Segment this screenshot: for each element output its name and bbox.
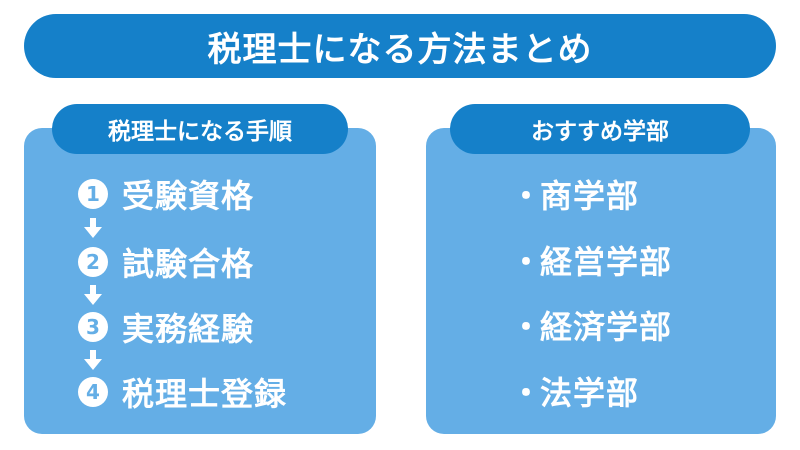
list-item: ・ 法学部 <box>510 369 639 413</box>
step-label: 実務経験 <box>122 310 255 348</box>
steps-heading: 税理士になる手順 <box>52 104 348 154</box>
bullet-icon: ・ <box>510 308 544 346</box>
faculty-heading: おすすめ学部 <box>450 104 750 154</box>
down-arrow-icon <box>84 350 102 370</box>
bullet-icon: ・ <box>510 374 544 412</box>
faculty-panel <box>426 128 776 434</box>
step-label: 受験資格 <box>122 177 255 215</box>
step-item: 2 試験合格 <box>78 240 254 284</box>
bullet-icon: ・ <box>510 177 544 215</box>
page-title: 税理士になる方法まとめ <box>24 14 776 78</box>
list-item: ・ 商学部 <box>510 172 639 216</box>
step-item: 4 税理士登録 <box>78 370 287 414</box>
faculty-label: 経済学部 <box>540 308 673 346</box>
step-number-badge: 1 <box>78 179 108 209</box>
step-label: 試験合格 <box>122 245 255 283</box>
list-item: ・ 経営学部 <box>510 238 672 282</box>
step-number-badge: 4 <box>78 377 108 407</box>
step-number-badge: 3 <box>78 312 108 342</box>
faculty-label: 商学部 <box>540 177 640 215</box>
step-item: 1 受験資格 <box>78 172 254 216</box>
faculty-label: 法学部 <box>540 374 640 412</box>
step-item: 3 実務経験 <box>78 305 254 349</box>
list-item: ・ 経済学部 <box>510 303 672 347</box>
down-arrow-icon <box>84 285 102 305</box>
bullet-icon: ・ <box>510 243 544 281</box>
faculty-label: 経営学部 <box>540 243 673 281</box>
down-arrow-icon <box>84 218 102 238</box>
step-label: 税理士登録 <box>122 375 288 413</box>
step-number-badge: 2 <box>78 247 108 277</box>
